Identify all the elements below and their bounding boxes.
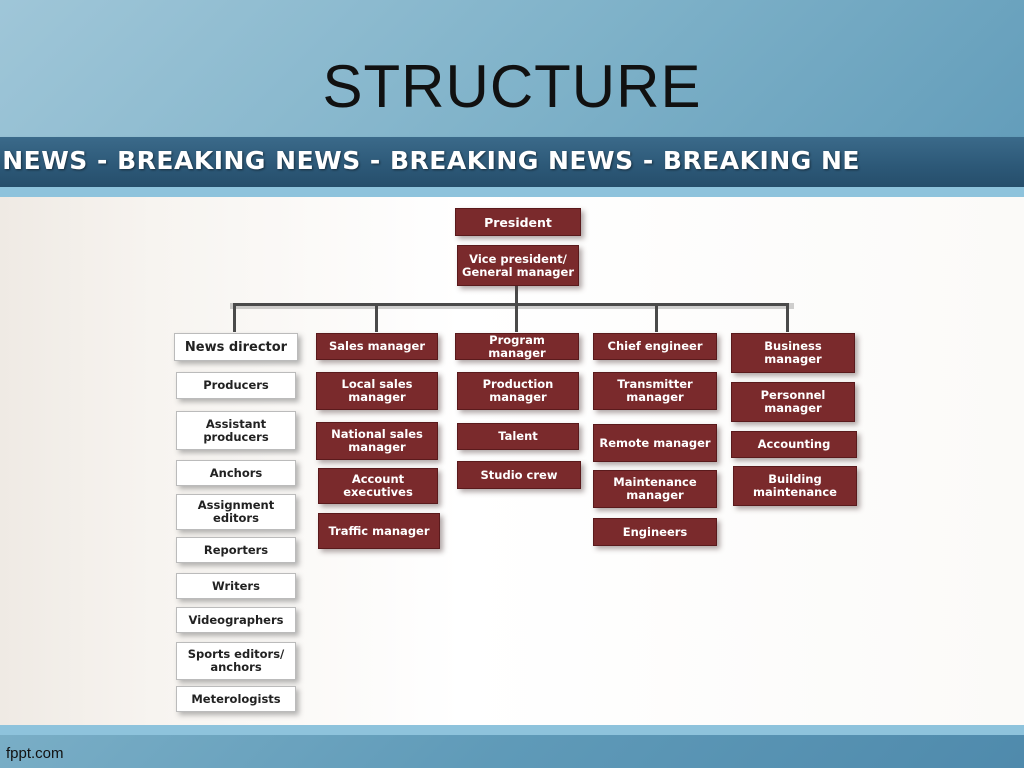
personnel-manager-box: Personnel manager [731, 382, 855, 422]
accounting-box: Accounting [731, 431, 857, 458]
production-manager-box: Production manager [457, 372, 579, 410]
talent-box: Talent [457, 423, 579, 450]
connector-horizontal [233, 303, 789, 306]
studio-crew-box: Studio crew [457, 461, 581, 489]
connector-drop-3 [515, 303, 518, 332]
bottom-divider [0, 725, 1024, 735]
sports-editors-anchors-box: Sports editors/ anchors [176, 642, 296, 680]
assistant-producers-box: Assistant producers [176, 411, 296, 450]
program-manager-box: Program manager [455, 333, 579, 360]
maintenance-manager-box: Maintenance manager [593, 470, 717, 508]
account-executives-box: Account executives [318, 468, 438, 504]
vice-president-box: Vice president/ General manager [457, 245, 579, 286]
remote-manager-box: Remote manager [593, 424, 717, 462]
connector-drop-4 [655, 303, 658, 332]
news-director-box: News director [174, 333, 298, 361]
connector-drop-5 [786, 303, 789, 332]
traffic-manager-box: Traffic manager [318, 513, 440, 549]
building-maintenance-box: Building maintenance [733, 466, 857, 506]
connector-drop-1 [233, 303, 236, 332]
anchors-box: Anchors [176, 460, 296, 486]
transmitter-manager-box: Transmitter manager [593, 372, 717, 410]
president-box: President [455, 208, 581, 236]
meterologists-box: Meterologists [176, 686, 296, 712]
slide-title: STRUCTURE [322, 53, 702, 120]
footer-source: fppt.com [6, 745, 64, 762]
engineers-box: Engineers [593, 518, 717, 546]
business-manager-box: Business manager [731, 333, 855, 373]
producers-box: Producers [176, 372, 296, 399]
ticker-underline [0, 187, 1024, 197]
connector-trunk [515, 286, 518, 304]
national-sales-manager-box: National sales manager [316, 422, 438, 460]
assignment-editors-box: Assignment editors [176, 494, 296, 530]
reporters-box: Reporters [176, 537, 296, 563]
breaking-news-ticker: G NEWS - BREAKING NEWS - BREAKING NEWS -… [0, 137, 1024, 187]
sales-manager-box: Sales manager [316, 333, 438, 360]
writers-box: Writers [176, 573, 296, 599]
connector-drop-2 [375, 303, 378, 332]
videographers-box: Videographers [176, 607, 296, 633]
local-sales-manager-box: Local sales manager [316, 372, 438, 410]
chief-engineer-box: Chief engineer [593, 333, 717, 360]
ticker-text: G NEWS - BREAKING NEWS - BREAKING NEWS -… [0, 146, 860, 175]
